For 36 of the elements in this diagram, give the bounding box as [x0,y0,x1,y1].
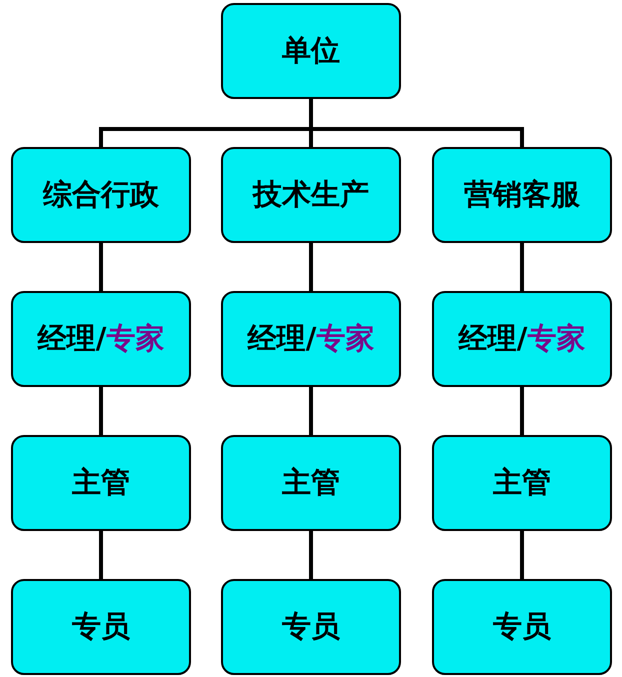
unit-title: 经理/专家 [248,320,374,357]
org-box [221,3,401,99]
connector-line [520,531,524,579]
connector-line [99,531,103,579]
connector-line [99,387,103,435]
org-box [432,435,612,531]
org-box [432,579,612,675]
connector-line [309,243,313,291]
org-box [221,147,401,243]
unit-title: 经理/专家 [458,320,586,357]
org-box [221,435,401,531]
connector-line [309,99,524,147]
unit-title: 主管 [493,464,551,501]
unit-title: 经理/专家 [38,320,164,357]
org-box [221,291,401,387]
unit-title: 专员 [72,608,130,645]
org-box [221,579,401,675]
connector-line [99,243,103,291]
unit-title: 营销客服 [464,176,580,213]
org-box [432,147,612,243]
unit-title: 综合行政 [43,176,159,213]
org-box [432,291,612,387]
unit-title: 专员 [493,608,551,645]
org-box [11,147,191,243]
connector-line [309,387,313,435]
connector-line [520,387,524,435]
unit-title: 主管 [72,464,130,501]
unit-title: 主管 [282,464,340,501]
org-box [11,579,191,675]
connector-line [309,531,313,579]
unit-title: 技术生产 [253,176,369,213]
unit-title: 专员 [282,608,340,645]
org-box [11,435,191,531]
org-box [11,291,191,387]
unit-title: 单位 [282,32,340,69]
connector-line [520,243,524,291]
